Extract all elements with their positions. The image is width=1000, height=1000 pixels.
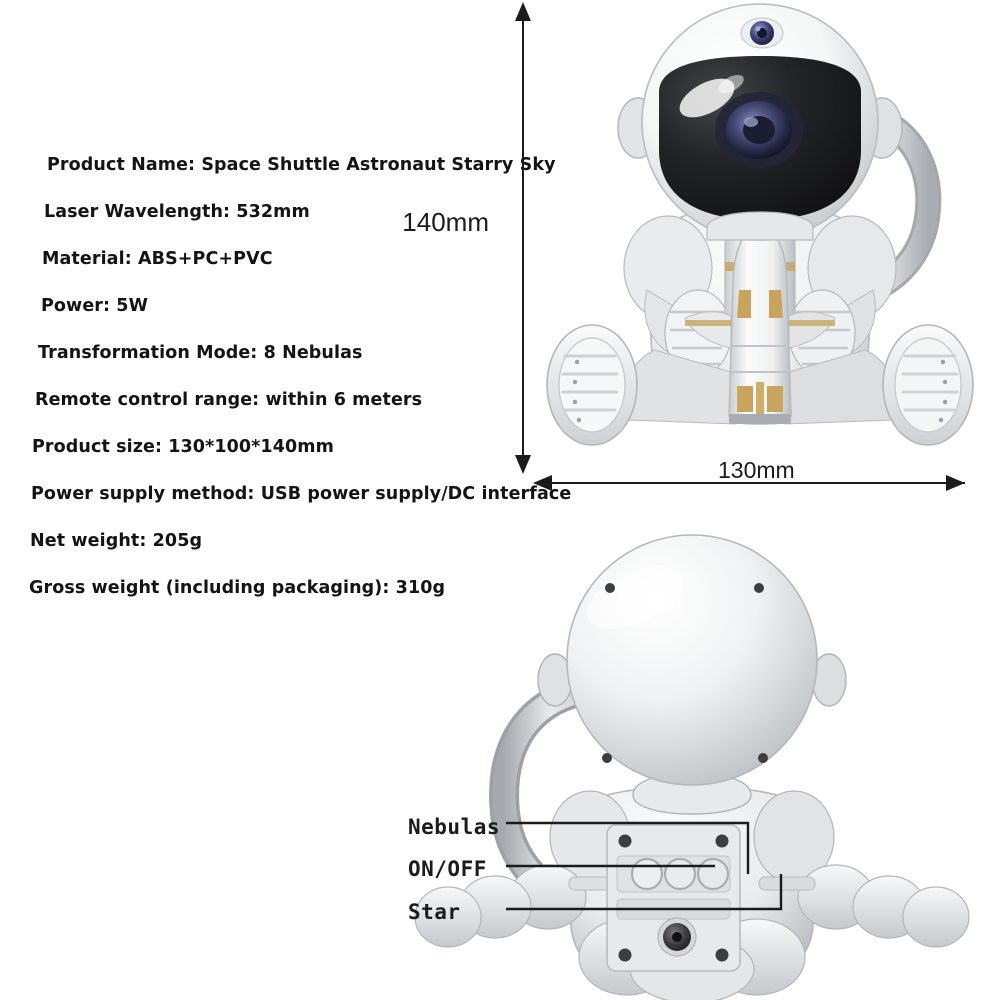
spec-line-product-size: Product size: 130*100*140mm <box>32 437 334 457</box>
spec-line-material: Material: ABS+PC+PVC <box>42 249 273 269</box>
height-arrow-head-up <box>515 2 531 21</box>
right-boot <box>882 324 974 446</box>
astronaut-back-view-figure <box>414 534 970 1000</box>
spec-line-power: Power: 5W <box>41 296 148 316</box>
spec-line-net-weight: Net weight: 205g <box>30 531 203 551</box>
control-panel[interactable] <box>606 824 741 972</box>
button-nebulas <box>663 857 697 891</box>
callout-label-star: Star <box>408 900 461 924</box>
left-boot <box>546 324 638 446</box>
specification-list: Product Name: Space Shuttle Astronaut St… <box>0 142 572 612</box>
projector-lens <box>715 92 803 168</box>
height-dimension-label: 140mm <box>399 205 492 240</box>
astronaut-helmet <box>617 3 903 241</box>
spec-line-product-name: Product Name: Space Shuttle Astronaut St… <box>47 155 556 175</box>
spec-line-power-supply: Power supply method: USB power supply/DC… <box>31 484 572 504</box>
right-arm-back <box>797 864 970 948</box>
spec-line-transformation-mode: Transformation Mode: 8 Nebulas <box>38 343 363 363</box>
height-dimension-line <box>522 14 524 469</box>
button-onoff <box>696 857 730 891</box>
height-arrow-head-down <box>515 455 531 474</box>
width-arrow-head-right <box>946 475 965 491</box>
width-dimension-label: 130mm <box>718 457 795 483</box>
spec-line-gross-weight: Gross weight (including packaging): 310g <box>29 578 446 598</box>
callout-label-onoff: ON/OFF <box>408 857 487 881</box>
astronaut-helmet-back <box>537 534 847 786</box>
star-led <box>740 17 784 49</box>
width-arrow-head-left <box>533 475 552 491</box>
astronaut-front-view-figure <box>546 3 974 446</box>
spec-line-remote-range: Remote control range: within 6 meters <box>35 390 423 410</box>
width-dimension-line <box>545 482 965 484</box>
spec-line-laser-wavelength: Laser Wavelength: 532mm <box>44 202 310 222</box>
button-star <box>630 857 664 891</box>
callout-label-nebulas: Nebulas <box>408 815 501 839</box>
dc-power-port <box>657 917 697 957</box>
